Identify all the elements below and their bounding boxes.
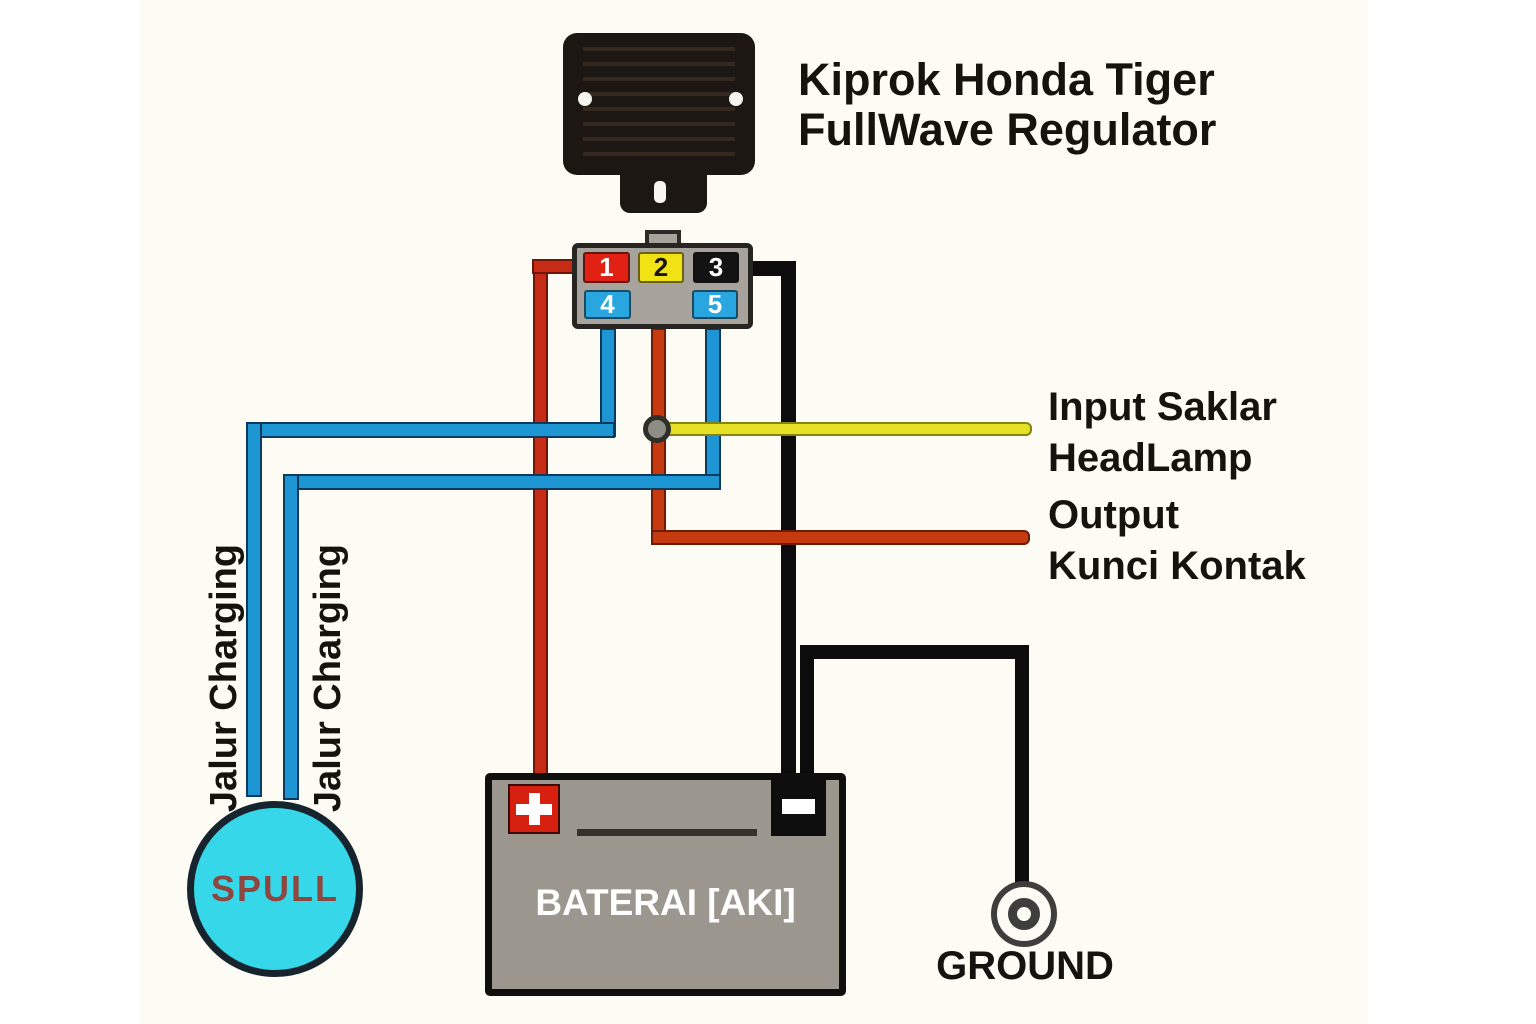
jalur-charging-label-right: Jalur Charging [306,543,349,813]
regulator-plug-tab [620,172,707,213]
charging-wire-pin4-stub [600,328,616,437]
headlamp-label-line1: Input Saklar [1048,385,1277,429]
connector-pin-4: 4 [584,289,631,319]
regulator-plug-slot [654,181,666,203]
spull-label: SPULL [210,868,339,909]
regulator-fins [583,47,735,161]
charging-wire-left-vertical [246,422,262,797]
plus-icon [516,803,552,815]
kunci-kontak-label-line2: Kunci Kontak [1048,544,1306,588]
connector-pin-2: 2 [638,252,684,283]
battery-positive-wire-vertical [533,259,548,790]
kunci-kontak-wire-horizontal [651,530,1030,545]
regulator-mounting-hole-right [729,92,743,106]
jalur-charging-label-left: Jalur Charging [202,543,245,813]
ground-ring-hole-icon [1008,898,1040,930]
minus-icon [782,799,815,814]
battery-negative-terminal [771,776,826,836]
ground-wire-right-vertical [1015,645,1029,884]
charging-wire-pin5-stub [705,328,721,489]
regulator-body [563,33,755,175]
title-line2: FullWave Regulator [798,104,1217,155]
kunci-kontak-label: Output Kunci Kontak [1048,490,1306,592]
connector-pin-5: 5 [692,289,738,319]
ground-wire-left-vertical [800,645,814,779]
title-line1: Kiprok Honda Tiger [798,54,1215,105]
diagram-title: Kiprok Honda Tiger FullWave Regulator [798,55,1216,155]
charging-wire-upper-horizontal [246,422,615,438]
headlamp-label: Input Saklar HeadLamp [1048,382,1277,484]
connector-pin-1: 1 [583,252,630,283]
battery-negative-wire-stub [748,261,796,276]
ground-label: GROUND [936,944,1114,988]
kunci-kontak-label-line1: Output [1048,493,1180,537]
regulator-mounting-hole-left [578,92,592,106]
charging-wire-lower-horizontal [283,474,721,490]
battery-negative-wire-vertical [781,261,796,779]
spull-coil: SPULL [187,801,363,977]
headlamp-wire-horizontal [657,422,1032,436]
battery-detail-line [577,829,757,836]
battery-label: BATERAI [AKI] [535,882,796,923]
ground-ring-terminal-icon [991,881,1057,947]
charging-wire-right-vertical [283,474,299,800]
headlamp-label-line2: HeadLamp [1048,436,1253,480]
ground-wire-horizontal [800,645,1029,659]
connector-pin-3: 3 [693,252,739,283]
battery-positive-terminal [508,784,560,834]
wire-junction-dot [643,415,671,443]
